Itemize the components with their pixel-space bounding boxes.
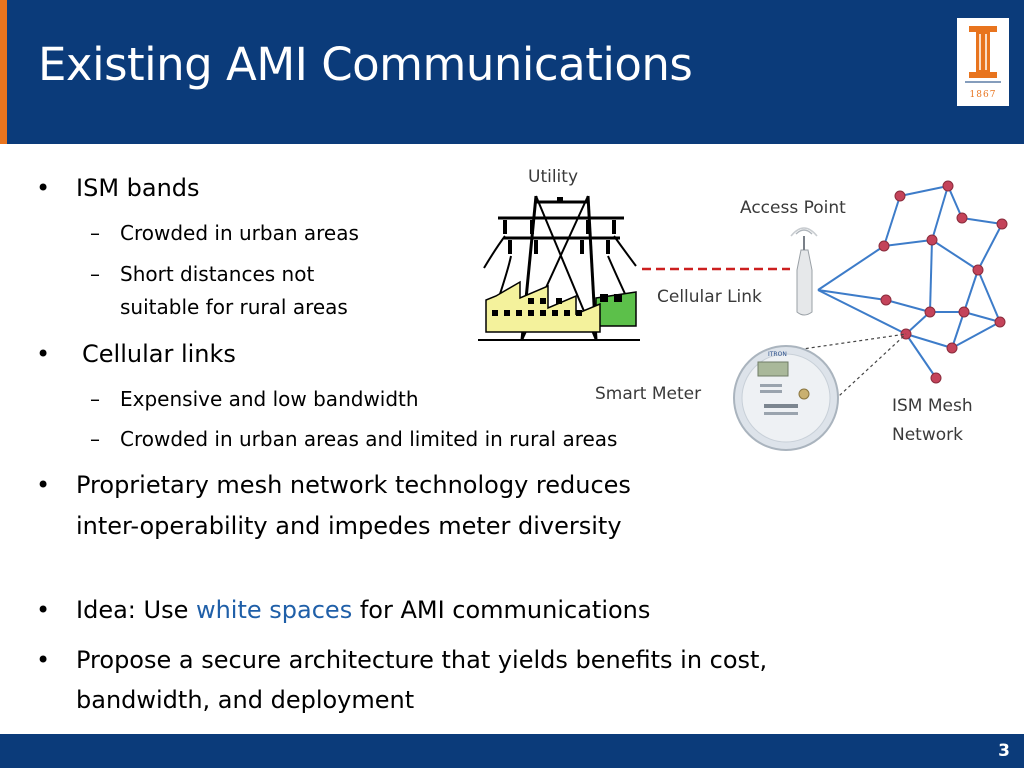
- sub-bullet-text-line1: Short distances not: [120, 262, 315, 286]
- sub-bullet-crowded-urban: – Crowded in urban areas: [90, 221, 359, 245]
- smart-meter-label: Smart Meter: [595, 384, 701, 404]
- column-logo-icon: [965, 26, 1001, 83]
- university-logo: 1867: [955, 16, 1011, 108]
- white-spaces-highlight: white spaces: [195, 596, 353, 624]
- sub-bullet-short-distances: – Short distances not: [90, 262, 315, 286]
- bullet-marker: •: [36, 471, 51, 499]
- bullet-idea: • Idea: Use white spaces for AMI communi…: [36, 596, 651, 624]
- sub-bullet-text: Expensive and low bandwidth: [120, 387, 419, 411]
- bullet-marker: •: [36, 646, 51, 674]
- dash-marker: –: [90, 387, 100, 411]
- bullet-text-line2: inter-operability and impedes meter dive…: [76, 512, 622, 540]
- sub-bullet-expensive: – Expensive and low bandwidth: [90, 387, 419, 411]
- bullet-ism-bands: • ISM bands: [36, 174, 200, 202]
- logo-year: 1867: [969, 90, 997, 100]
- bullet-text-prefix: Idea: Use: [76, 596, 196, 624]
- mesh-label-line1: ISM Mesh: [892, 396, 973, 416]
- bullet-text-line1: Proprietary mesh network technology redu…: [76, 471, 631, 499]
- mesh-nodes: [878, 180, 1008, 384]
- bullet-marker: •: [36, 174, 51, 202]
- bullet-propose: • Propose a secure architecture that yie…: [36, 646, 768, 674]
- bullet-propose-cont: bandwidth, and deployment: [76, 686, 414, 714]
- utility-label: Utility: [528, 167, 578, 187]
- sub-bullet-crowded-limited: – Crowded in urban areas and limited in …: [90, 427, 618, 451]
- access-point-icon: [790, 227, 818, 316]
- sub-bullet-short-distances-cont: suitable for rural areas: [120, 295, 348, 319]
- bullet-marker: •: [36, 340, 51, 368]
- slide-title: Existing AMI Communications: [38, 38, 693, 91]
- slide-footer: 3: [0, 734, 1024, 768]
- access-point-label: Access Point: [740, 198, 846, 218]
- dash-marker: –: [90, 221, 100, 245]
- bullet-text-line1: Propose a secure architecture that yield…: [76, 646, 768, 674]
- mesh-label-line2: Network: [892, 425, 963, 445]
- dash-marker: –: [90, 427, 100, 451]
- sub-bullet-text: Crowded in urban areas and limited in ru…: [120, 427, 618, 451]
- utility-tower-icon: [478, 195, 640, 341]
- dash-marker: –: [90, 262, 100, 286]
- bullet-text: Cellular links: [82, 340, 236, 368]
- bullet-marker: •: [36, 596, 51, 624]
- bullet-text-suffix: for AMI communications: [352, 596, 651, 624]
- bullet-text: ISM bands: [76, 174, 200, 202]
- cellular-link-label: Cellular Link: [657, 287, 762, 307]
- header-accent-bar: [0, 0, 7, 144]
- slide-header: Existing AMI Communications 1867: [0, 0, 1024, 144]
- meter-brand: ITRON: [768, 351, 787, 358]
- factory-buildings-icon: [485, 280, 637, 333]
- sub-bullet-text-line2: suitable for rural areas: [120, 295, 348, 319]
- bullet-cellular-links: • Cellular links: [36, 340, 236, 368]
- sub-bullet-text: Crowded in urban areas: [120, 221, 359, 245]
- bullet-proprietary-mesh-cont: inter-operability and impedes meter dive…: [76, 512, 622, 540]
- smart-meter-icon: ITRON: [733, 345, 839, 451]
- ism-mesh-network: [817, 185, 1003, 379]
- page-number: 3: [998, 741, 1010, 761]
- bullet-proprietary-mesh: • Proprietary mesh network technology re…: [36, 471, 631, 499]
- bullet-text-line2: bandwidth, and deployment: [76, 686, 415, 714]
